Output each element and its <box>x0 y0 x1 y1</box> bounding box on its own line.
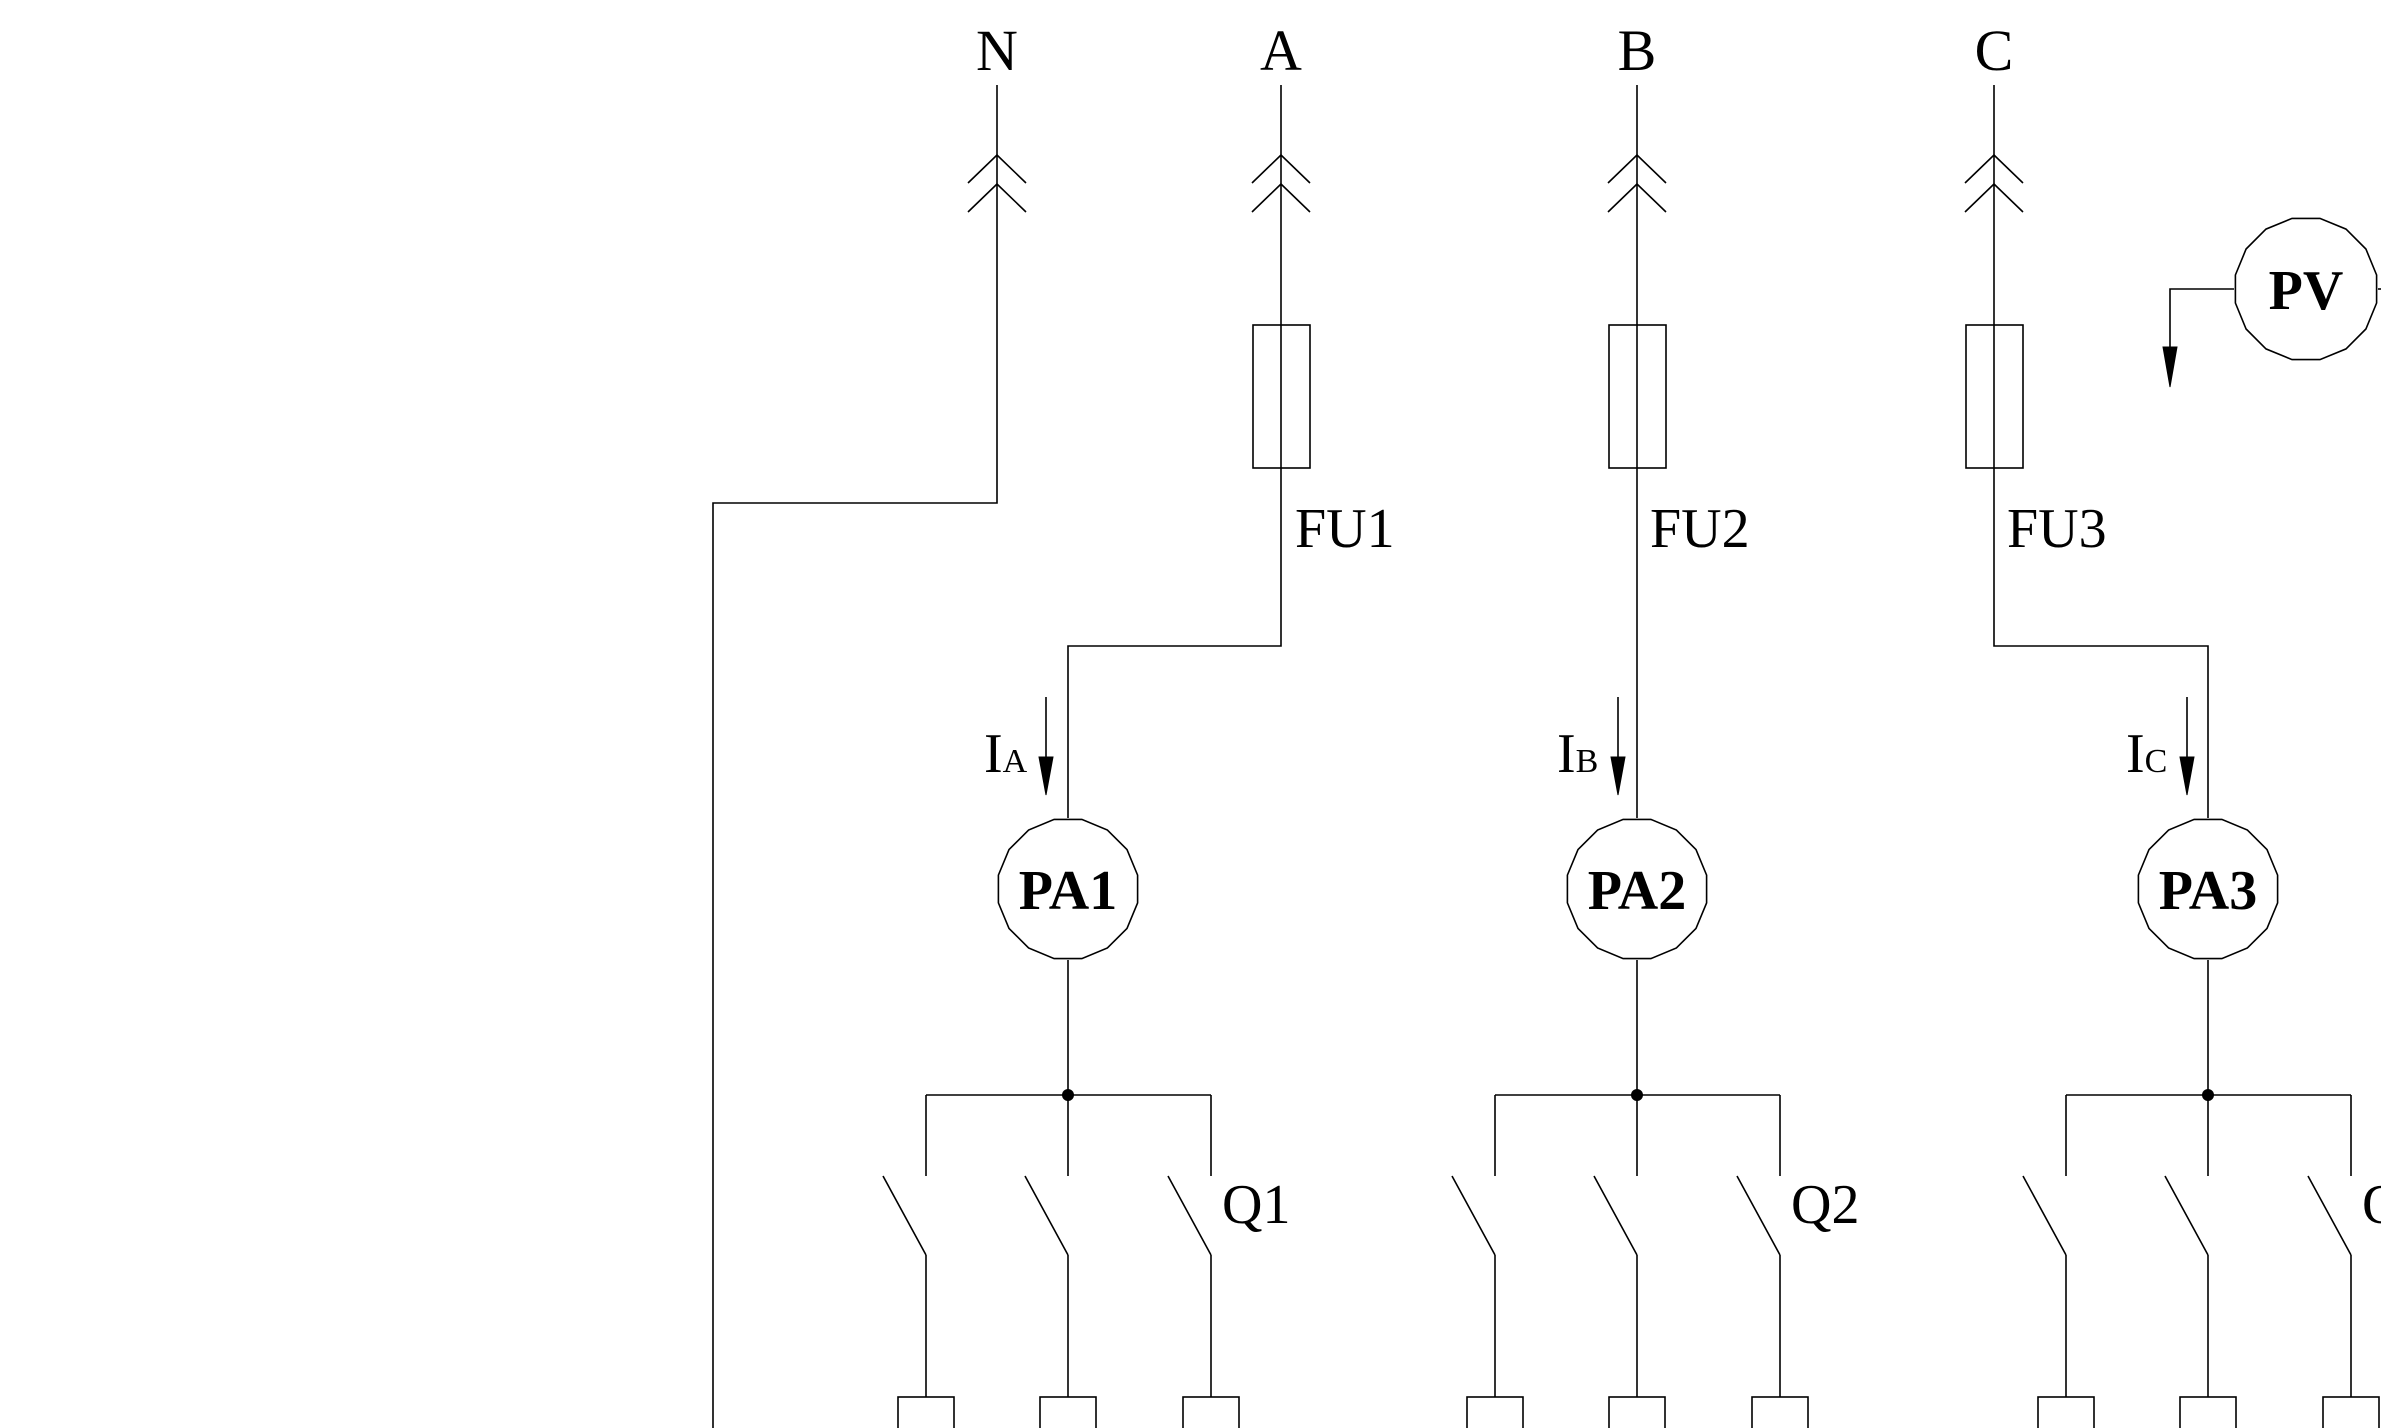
svg-text:IC: IC <box>2126 723 2167 785</box>
current-ia: IA <box>984 697 1054 796</box>
voltmeter-label-pv: PV <box>2269 260 2344 322</box>
switch-q2 <box>1451 1089 1809 1428</box>
voltmeter-pv: PV <box>2162 217 2381 388</box>
phase-label-n: N <box>976 18 1018 83</box>
phase-label-a: A <box>1260 18 1302 83</box>
fuse-label-fu2: FU2 <box>1650 498 1750 560</box>
switch-label-q2: Q2 <box>1791 1174 1859 1236</box>
ammeter-pa1: PA1 <box>997 818 1139 960</box>
switch-q3 <box>2022 1089 2380 1428</box>
phase-label-b: B <box>1618 18 1657 83</box>
ammeter-label-pa2: PA2 <box>1588 860 1687 922</box>
ammeter-label-pa1: PA1 <box>1019 860 1118 922</box>
svg-text:IB: IB <box>1557 723 1598 785</box>
phase-label-c: C <box>1975 18 2014 83</box>
fuse-label-fu3: FU3 <box>2007 498 2107 560</box>
svg-text:IA: IA <box>984 723 1028 785</box>
current-ib: IB <box>1557 697 1626 796</box>
neutral-wire <box>712 155 998 1428</box>
phase-c-wire-mid <box>1993 325 2209 818</box>
switch-label-q1: Q1 <box>1222 1174 1290 1236</box>
phase-a-wire-mid <box>1067 325 1282 818</box>
fuse-label-fu1: FU1 <box>1295 498 1395 560</box>
ammeter-label-pa3: PA3 <box>2159 860 2258 922</box>
switch-q1 <box>882 1089 1240 1428</box>
ammeter-pa2: PA2 <box>1566 818 1708 960</box>
current-ic: IC <box>2126 697 2195 796</box>
ammeter-pa3: PA3 <box>2137 818 2279 960</box>
switch-label-q3: Q3 <box>2362 1174 2381 1236</box>
